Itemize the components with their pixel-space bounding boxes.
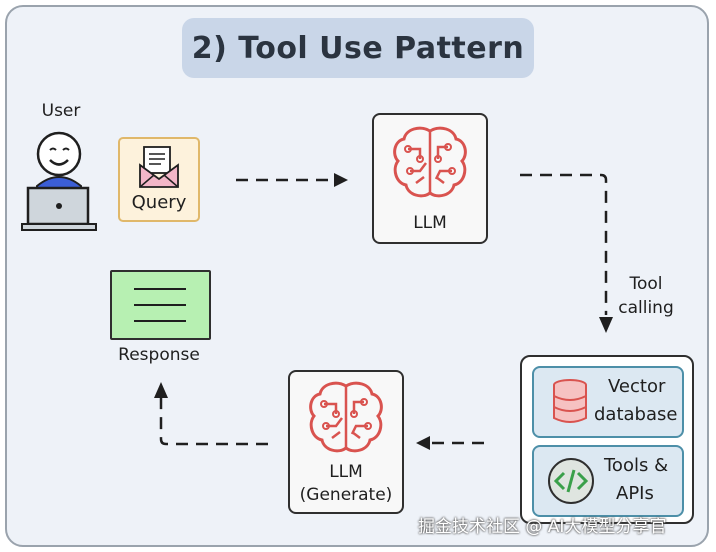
watermark: 掘金技术社区 @ AI大模型分享官 [418,517,667,537]
query-label: Query [131,192,187,213]
user-label: User [41,101,81,121]
code-icon [548,458,594,504]
response-line [134,320,186,322]
arrow-query-to-llm [236,173,348,187]
tools-container: Vector database Tools & APIs [520,355,694,524]
query-node: Query [118,137,200,222]
response-line [134,304,186,306]
vector-db-card: Vector database [532,366,684,438]
diagram-title: 2) Tool Use Pattern [182,18,534,78]
tools-apis-card: Tools & APIs [532,445,684,517]
llm-generate-label-1: LLM [329,462,363,482]
response-line [134,288,186,290]
arrow-llm-generate-to-response [154,382,268,446]
brain-circuit-icon [393,126,467,198]
envelope-icon [139,146,179,188]
response-label: Response [118,345,200,365]
tool-calling-label-1: Tool [629,274,663,294]
llm-node: LLM [372,113,488,244]
user-laptop-icon [21,131,97,231]
arrow-llm-to-tools [520,173,613,333]
llm-generate-label-2: (Generate) [299,485,393,505]
llm-label: LLM [413,213,447,233]
brain-circuit-icon [309,381,383,453]
arrow-tools-to-llm-generate [416,436,484,450]
tool-calling-label-2: calling [618,298,674,318]
tools-apis-label-1: Tools & [604,455,669,476]
llm-generate-node: LLM (Generate) [288,370,404,514]
database-icon [553,379,587,423]
tools-apis-label-2: APIs [616,483,654,504]
vector-db-label-2: database [594,404,678,425]
vector-db-label-1: Vector [608,376,666,397]
response-node [110,270,211,340]
